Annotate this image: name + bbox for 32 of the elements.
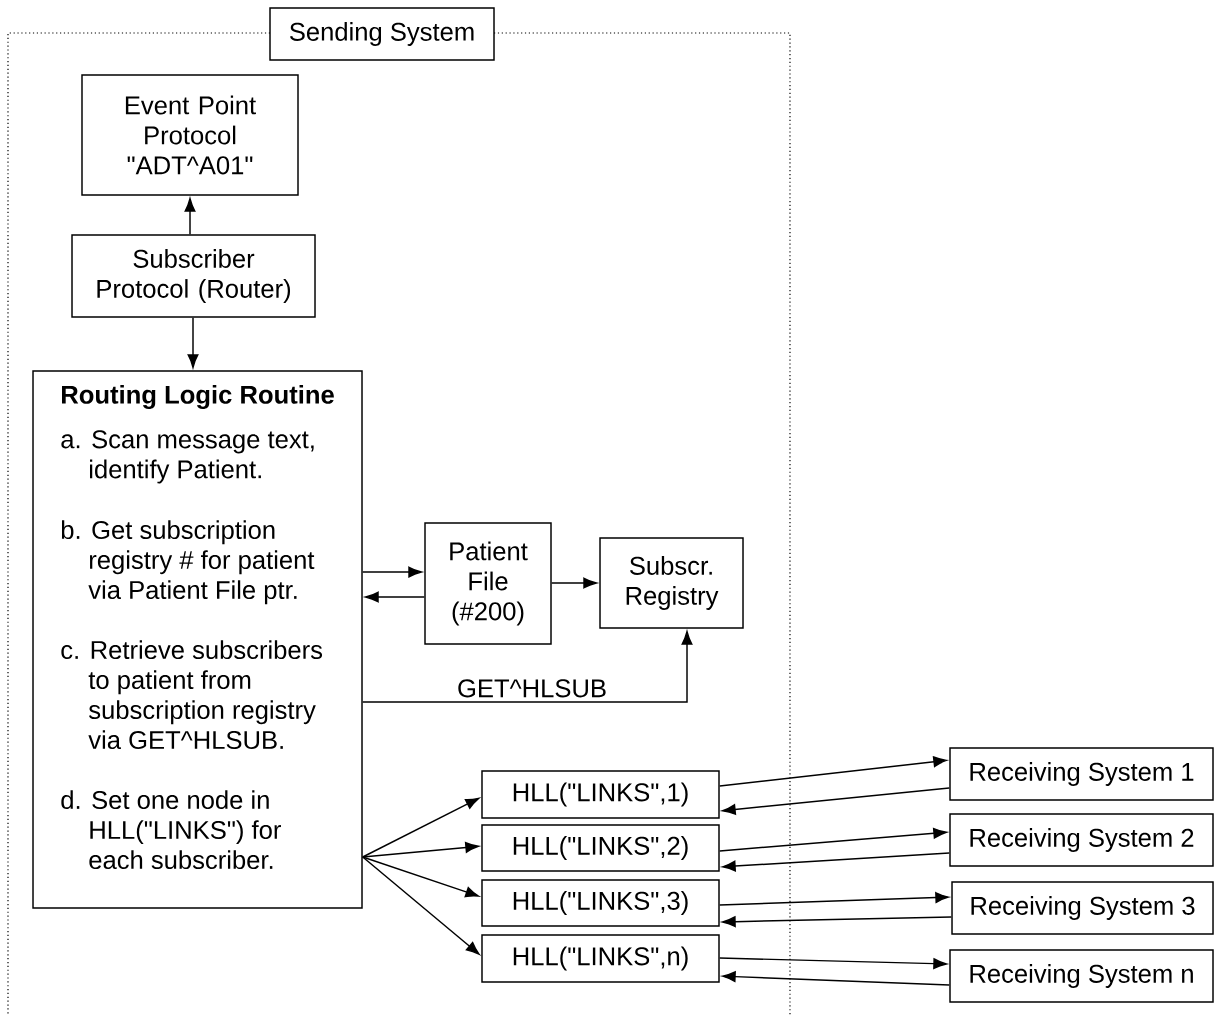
process-box: Receiving System 3 [951,881,1214,935]
arrow [719,827,947,852]
process-box: Event Point Protocol "ADT^A01" [81,74,299,196]
process-box: HLL("LINKS",3) [481,879,720,927]
arrow [722,852,950,872]
arrow [362,566,422,578]
arrow [362,856,480,955]
process-box: Subscr. Registry [599,537,744,629]
process-box: HLL("LINKS",2) [481,824,720,872]
arrow [184,198,196,235]
routine-box: Routing Logic Routine a. Scan message text, identify Patient. b. Get subscription registry # for patient via Patient File ptr. c. Retrieve subscribers to patient from subscription registry via GET^HLSUB. d. Set one node in HLL("LINKS") for each subscriber. [32,370,363,909]
arrow [722,787,950,815]
arrow [362,856,480,898]
arrow [362,797,480,858]
arrow [551,577,597,589]
process-box: Subscriber Protocol (Router) [71,234,316,318]
arrow [187,317,199,368]
process-box: Patient File (#200) [424,522,552,645]
arrow [365,591,425,603]
process-box: Receiving System 1 [949,747,1214,801]
arrow [722,971,950,986]
process-box: Receiving System 2 [949,813,1214,867]
arrow [719,756,947,787]
arrow [362,842,479,858]
edge-label: GET^HLSUB [455,677,609,699]
arrow [719,892,949,906]
process-box: HLL("LINKS",1) [481,770,720,819]
arrow [722,916,952,928]
process-box: Receiving System n [949,949,1214,1003]
arrow [719,957,947,970]
process-box: HLL("LINKS",n) [481,934,720,983]
arrow [362,631,693,703]
